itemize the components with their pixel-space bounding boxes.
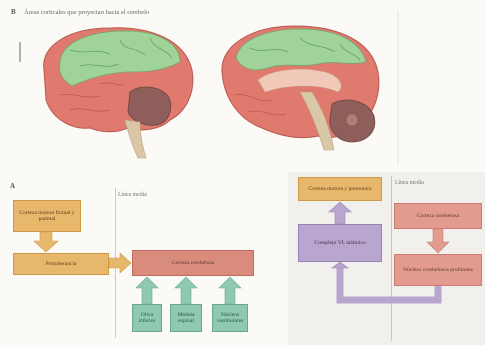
arrow-thalamus-to-cortex xyxy=(329,202,351,224)
arrow-cortex-to-pons xyxy=(34,232,58,252)
arrow-spinal-to-cerebellum xyxy=(175,277,197,304)
arrow-vestibular-to-cerebellum xyxy=(219,277,241,304)
left-diagram-arrows xyxy=(0,180,290,345)
arrow-deep-nuclei-to-thalamus xyxy=(340,264,438,300)
medial-brain-illustration xyxy=(222,26,379,150)
right-diagram-arrows xyxy=(288,172,485,345)
lateral-brain-illustration xyxy=(20,28,193,158)
arrow-pons-to-cerebellum xyxy=(109,253,131,273)
arrow-cortex-to-deep-nuclei xyxy=(427,229,449,253)
arrow-olive-to-cerebellum xyxy=(136,277,158,304)
brain-illustrations xyxy=(0,0,485,165)
